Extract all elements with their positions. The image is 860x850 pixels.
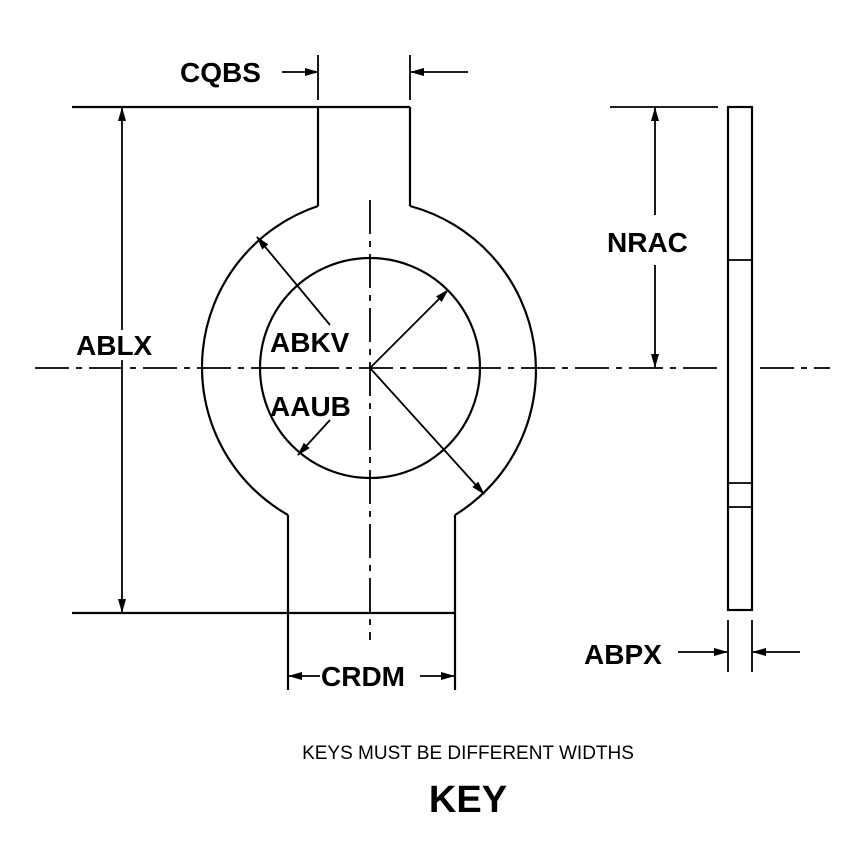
dimension-crdm: CRDM — [288, 661, 455, 692]
dimension-ablx: ABLX — [76, 107, 153, 613]
drawing-title: KEY — [429, 779, 507, 821]
side-profile — [726, 105, 754, 612]
dimension-abpx: ABPX — [584, 620, 800, 672]
caption: KEYS MUST BE DIFFERENT WIDTHS — [302, 743, 634, 764]
dimension-abkv: ABKV — [256, 236, 449, 369]
label-nrac: NRAC — [607, 227, 688, 258]
dimension-cqbs: CQBS — [180, 55, 468, 100]
label-ablx: ABLX — [76, 330, 153, 361]
front-view — [35, 105, 830, 690]
label-crdm: CRDM — [321, 661, 405, 692]
dimension-nrac: NRAC — [607, 106, 718, 368]
label-cqbs: CQBS — [180, 57, 261, 88]
label-abkv: ABKV — [270, 327, 350, 358]
side-view — [726, 105, 754, 612]
label-abpx: ABPX — [584, 639, 662, 670]
dimension-aaub: AAUB — [270, 367, 485, 495]
label-aaub: AAUB — [270, 391, 351, 422]
key-outline — [72, 105, 538, 690]
